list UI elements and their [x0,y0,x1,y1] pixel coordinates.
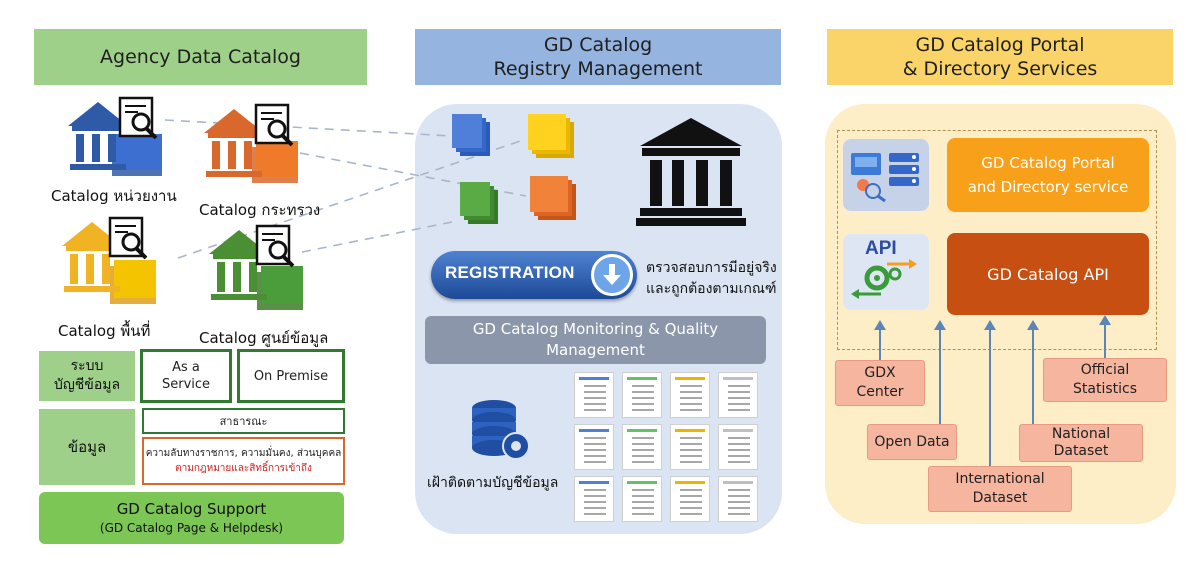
agency-header-title: Agency Data Catalog [100,46,301,68]
portal-box-line2: and Directory service [967,178,1129,196]
report-card [718,476,758,522]
report-card [670,424,710,470]
report-card [622,424,662,470]
report-card [622,476,662,522]
doc-stack-orange [530,176,576,220]
registry-header: GD Catalog Registry Management [415,29,781,85]
arrow-head [874,320,886,330]
registry-doc-stacks [452,114,576,224]
catalog-area-label: Catalog พื้นที่ [58,322,151,340]
api-box-label: GD Catalog API [987,264,1109,284]
doc-stack-green [460,182,498,224]
arrow-head [934,320,946,330]
portal-directory-box: GD Catalog Portal and Directory service [947,138,1149,212]
doc-stack-blue [452,114,490,156]
api-icon-tile: API [843,234,929,310]
registration-label: REGISTRATION [445,263,575,282]
report-card [574,476,614,522]
source-international-dataset: International Dataset [928,466,1072,512]
catalog-area-icon [60,216,160,306]
report-card [670,476,710,522]
verify-line1: ตรวจสอบการมีอยู่จริง [646,260,777,276]
support-title: GD Catalog Support [116,500,267,518]
arrow-head [1099,315,1111,325]
government-building-icon [636,116,746,226]
source-gdx-center: GDX Center [835,360,925,406]
source-national-dataset: National Dataset [1019,424,1143,462]
connector-line [299,152,527,197]
service-option-onpremise: On Premise [237,349,345,403]
catalog-agency-label: Catalog หน่วยงาน [51,187,177,205]
report-card [670,372,710,418]
support-subtitle: (GD Catalog Page & Helpdesk) [99,521,284,535]
arrow-head [1027,320,1039,330]
report-card [718,424,758,470]
catalog-datacenter-label: Catalog ศูนย์ข้อมูล [199,329,329,347]
data-label-box: ข้อมูล [39,409,135,485]
catalog-datacenter-icon [207,224,307,314]
restricted-data-box: ความลับทางราชการ, ความมั่นคง, ส่วนบุคคล … [142,437,345,485]
portal-header: GD Catalog Portal & Directory Services [827,29,1173,85]
portal-header-line1: GD Catalog Portal [915,34,1085,56]
source-official-statistics: Official Statistics [1043,358,1167,402]
service-option-saas: As a Service [140,349,232,403]
monitoring-line2: Management [546,341,645,359]
catalog-agency-icon [66,96,166,176]
verify-line2: และถูกต้องตามเกณฑ์ [646,281,777,297]
database-gear-icon [470,398,532,464]
system-label-box: ระบบ บัญชีข้อมูล [39,351,135,401]
report-card [574,424,614,470]
monitoring-line1: GD Catalog Monitoring & Quality [472,320,719,338]
agency-header: Agency Data Catalog [34,29,367,85]
download-icon [591,254,633,296]
public-data-box: สาธารณะ [142,408,345,434]
api-box: GD Catalog API [947,233,1149,315]
api-icon-text: API [865,238,897,259]
report-card [718,372,758,418]
catalog-ministry-label: Catalog กระทรวง [199,201,321,219]
doc-stack-yellow [528,114,574,158]
registration-button: REGISTRATION [431,251,637,299]
connector-line [301,221,453,253]
monitoring-bar: GD Catalog Monitoring & Quality Manageme… [425,316,766,364]
verify-text: ตรวจสอบการมีอยู่จริง และถูกต้องตามเกณฑ์ [646,258,777,300]
registry-header-line2: Registry Management [493,58,703,80]
portal-box-line1: GD Catalog Portal [981,154,1115,172]
source-open-data: Open Data [867,424,957,460]
connector-line [177,138,527,259]
support-box: GD Catalog Support (GD Catalog Page & He… [39,492,344,544]
catalog-ministry-icon [202,103,302,183]
restricted-line2: ตามกฎหมายและสิทธิ์การเข้าถึง [175,463,312,474]
report-card [622,372,662,418]
registry-header-line1: GD Catalog [543,34,653,56]
watch-label: เฝ้าติดตามบัญชีข้อมูล [427,475,559,491]
report-card-grid [574,372,764,528]
portal-dashed-frame [837,130,1157,350]
restricted-line1: ความลับทางราชการ, ความมั่นคง, ส่วนบุคคล [145,448,342,459]
arrow-head [984,320,996,330]
portal-header-line2: & Directory Services [902,58,1098,80]
portal-icon-tile [843,139,929,211]
report-card [574,372,614,418]
